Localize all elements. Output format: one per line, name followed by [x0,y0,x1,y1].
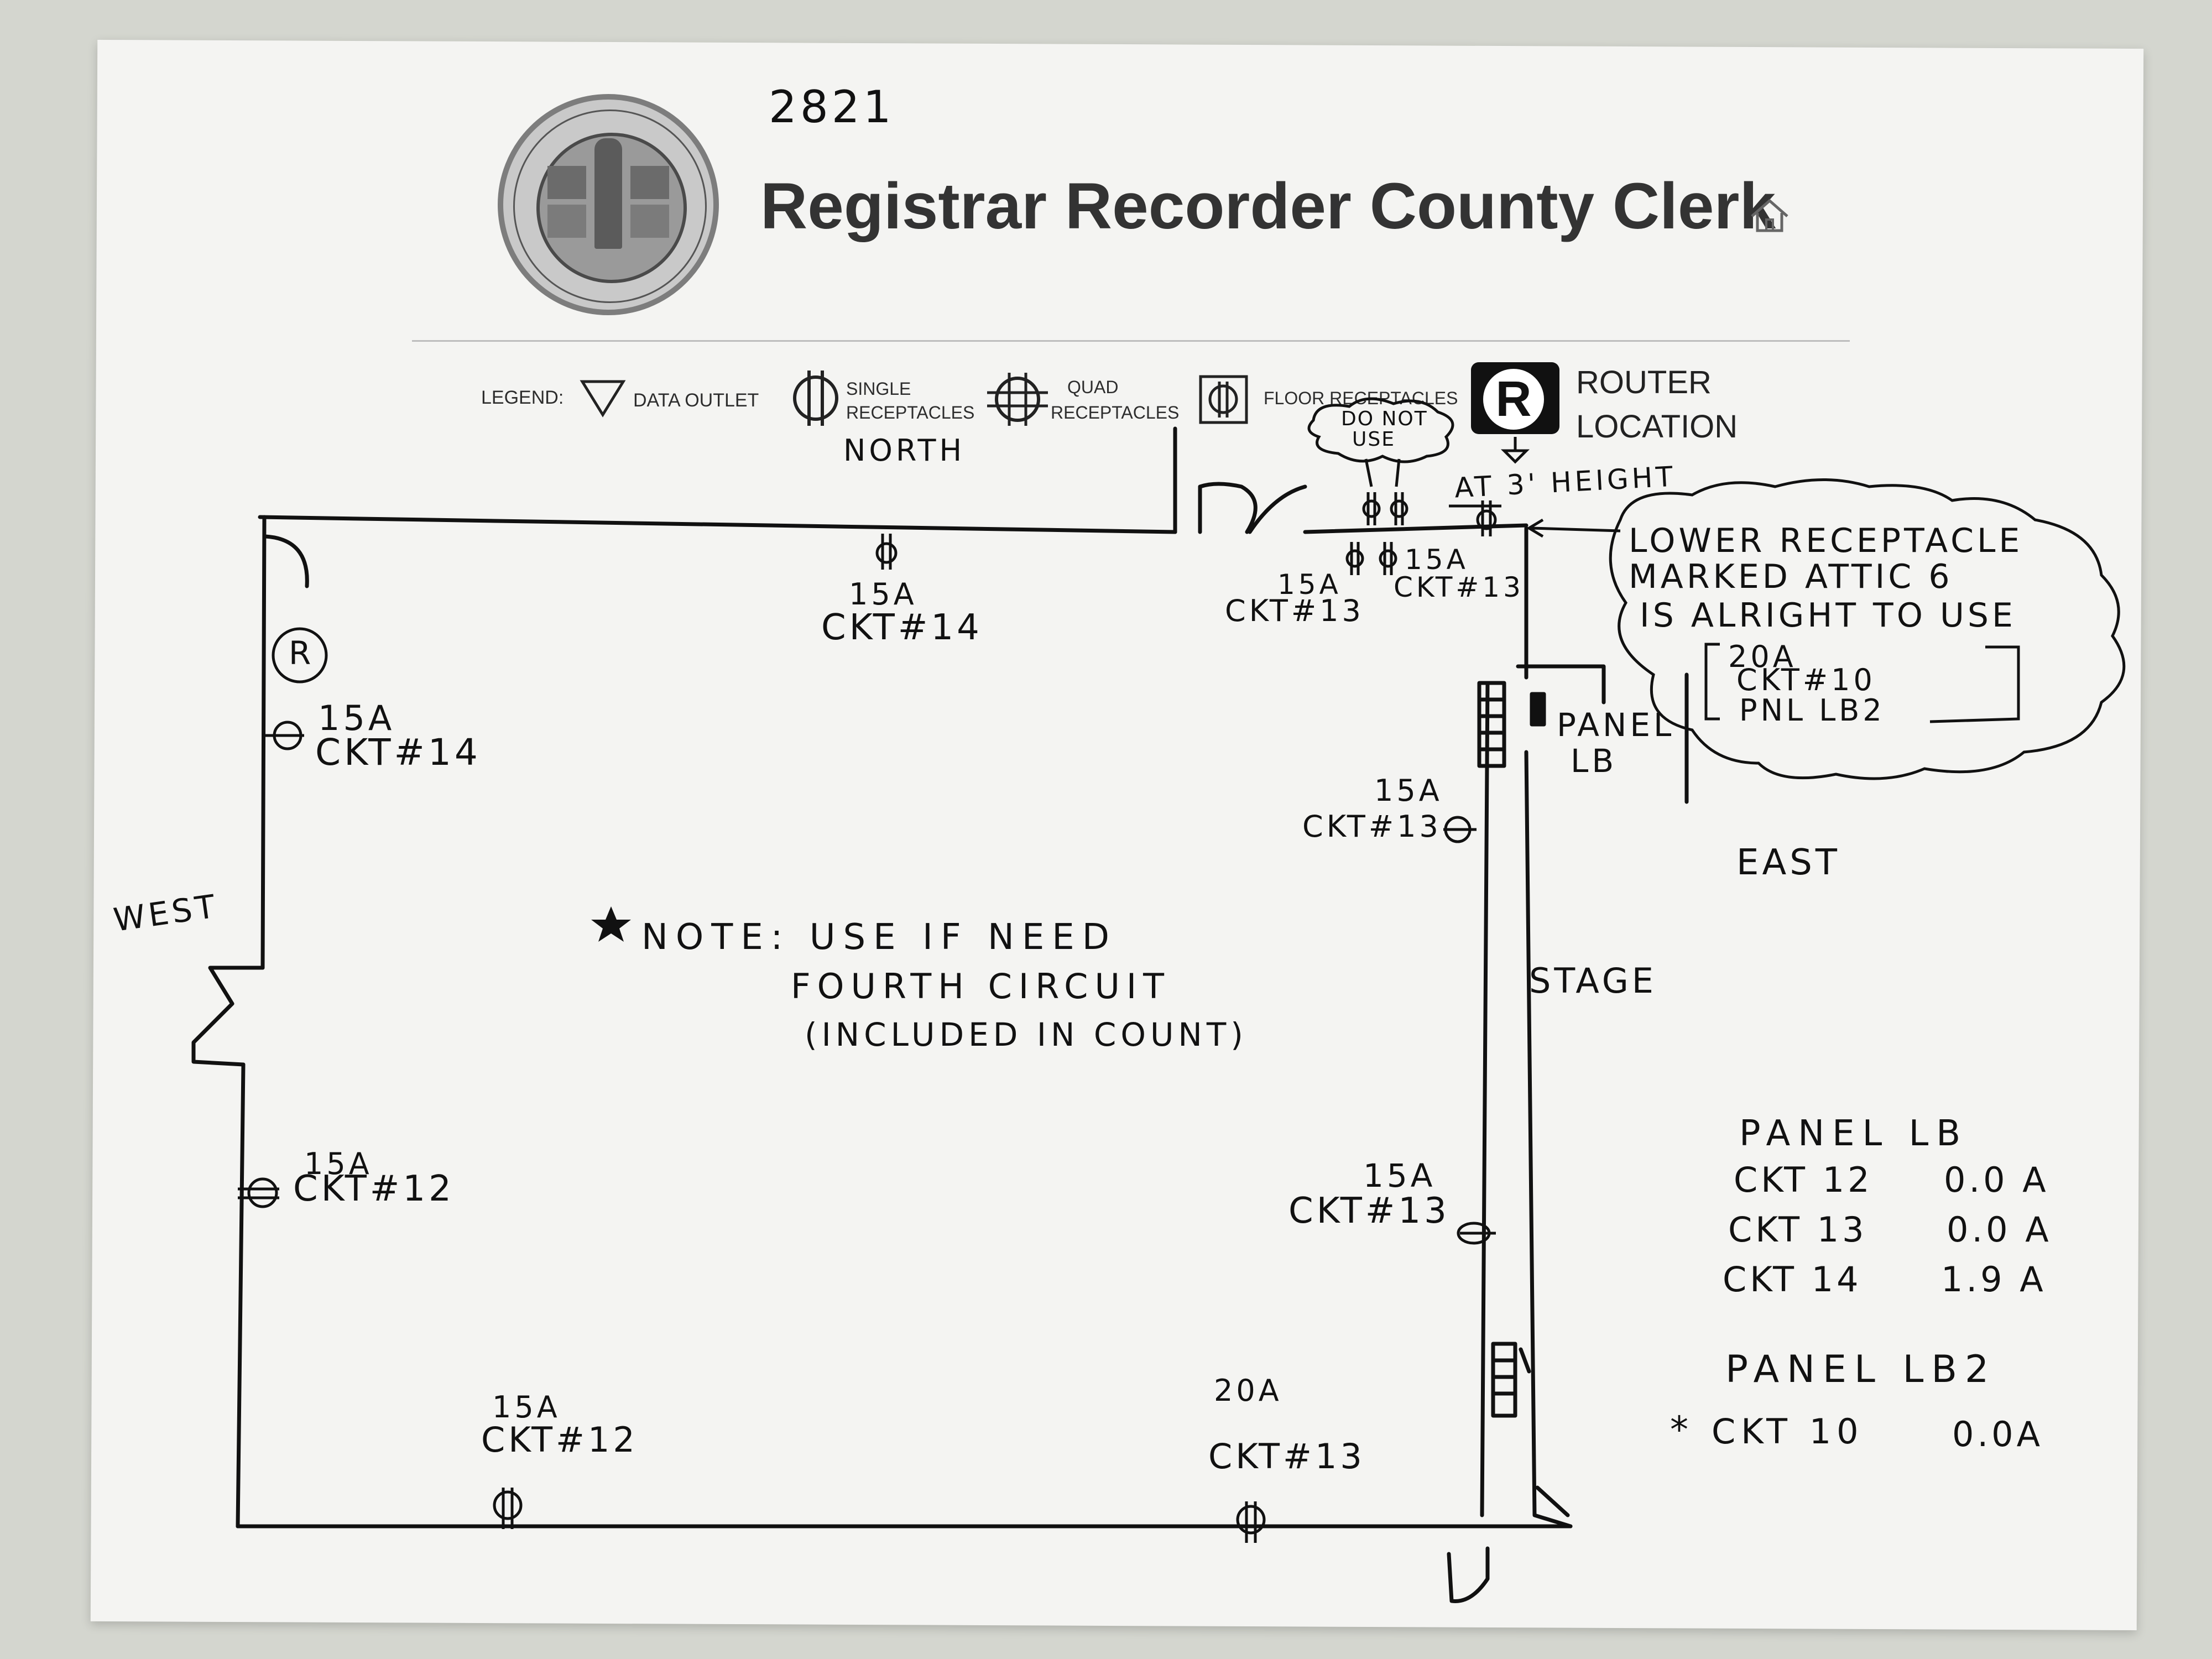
legend-quad-line1: QUAD [1067,377,1119,397]
panel-lb-row3-amps: 1.9 A [1941,1259,2047,1300]
panel-lb2-row1-ckt: CKT 10 [1712,1411,1864,1452]
single-receptacle-icon [793,371,838,426]
outlet-west-top-ckt: CKT#14 [315,731,481,774]
panel-lb-row2-ckt: CKT 13 [1728,1209,1867,1250]
cloud-ckt: CKT#10 [1736,662,1876,697]
do-not-use-line2: USE [1352,428,1395,451]
county-seal [498,94,719,315]
cloud-note-line1: LOWER RECEPTACLE [1629,521,2023,560]
outlet-south-right-amp: 20A [1214,1373,1282,1408]
note-line1: NOTE: USE IF NEED [641,917,1117,958]
note-line2: FOURTH CIRCUIT [791,966,1171,1006]
outlet-north-right-a-ckt: CKT#13 [1225,593,1364,628]
panel-lb2-title: PANEL LB2 [1725,1348,1997,1391]
outlet-west-top-amp: 15A [318,698,395,738]
header-divider [412,340,1850,342]
panel-lb-label-line1: PANEL [1557,706,1675,744]
router-icon: R [1471,362,1559,434]
outlet-south-right-ckt: CKT#13 [1208,1436,1365,1477]
outlet-east-upper-amp: 15A [1374,773,1443,808]
outlet-south-left-amp: 15A [492,1390,561,1425]
data-outlet-icon [580,380,626,418]
outlet-east-upper-ckt: CKT#13 [1302,809,1442,844]
outlet-north-right-b-amp: 15A [1405,544,1469,576]
legend-single-line1: SINGLE [846,379,911,399]
outlet-north-right-a-amp: 15A [1277,568,1342,601]
do-not-use-line1: DO NOT [1341,408,1428,430]
legend-label: LEGEND: [481,387,564,408]
panel-lb-row2-amps: 0.0 A [1947,1209,2052,1250]
cloud-note-line3: IS ALRIGHT TO USE [1640,596,2016,635]
legend-single-line2: RECEPTACLES [846,403,975,422]
router-location-line1: ROUTER [1576,364,1712,400]
outlet-north-mid-amp: 15A [849,577,917,612]
stage-label: STAGE [1529,961,1657,1001]
note-line3: (INCLUDED IN COUNT) [805,1016,1248,1053]
panel-lb-row3-ckt: CKT 14 [1723,1259,1862,1300]
router-mark: R [289,634,311,672]
cloud-amp: 20A [1728,639,1797,674]
outlet-south-left-ckt: CKT#12 [481,1420,638,1460]
outlet-north-right-b-ckt: CKT#13 [1394,571,1524,603]
document-number: 2821 [769,81,895,133]
legend-data-outlet-label: DATA OUTLET [633,390,759,411]
panel-lb2-row1-star: * [1670,1408,1692,1451]
cloud-pnl: PNL LB2 [1739,693,1885,728]
cloud-note-line2: MARKED ATTIC 6 [1629,557,1953,596]
east-label: EAST [1736,842,1840,883]
panel-lb-row1-ckt: CKT 12 [1734,1160,1873,1200]
panel-lb-label-line2: LB [1571,742,1618,780]
outlet-west-bottom-ckt: CKT#12 [293,1168,455,1209]
outlet-east-lower-amp: 15A [1363,1157,1436,1194]
outlet-east-lower-ckt: CKT#13 [1288,1191,1450,1232]
floor-receptacle-icon [1199,375,1248,424]
home-icon [1751,199,1788,232]
outlet-west-bottom-amp: 15A [304,1146,373,1181]
quad-receptacle-icon [987,373,1048,426]
panel-lb-row1-amps: 0.0 A [1944,1160,2049,1200]
legend-quad-line2: RECEPTACLES [1051,403,1180,422]
page-title: Registrar Recorder County Clerk [760,170,1776,243]
router-location-line2: LOCATION [1576,409,1738,445]
star-icon [591,906,631,942]
north-label: NORTH [843,433,966,468]
router-symbol: R [1483,369,1544,430]
outlet-north-mid-ckt: CKT#14 [821,607,983,648]
panel-lb-title: PANEL LB [1739,1113,1969,1154]
panel-lb2-row1-amps: 0.0A [1952,1414,2044,1454]
